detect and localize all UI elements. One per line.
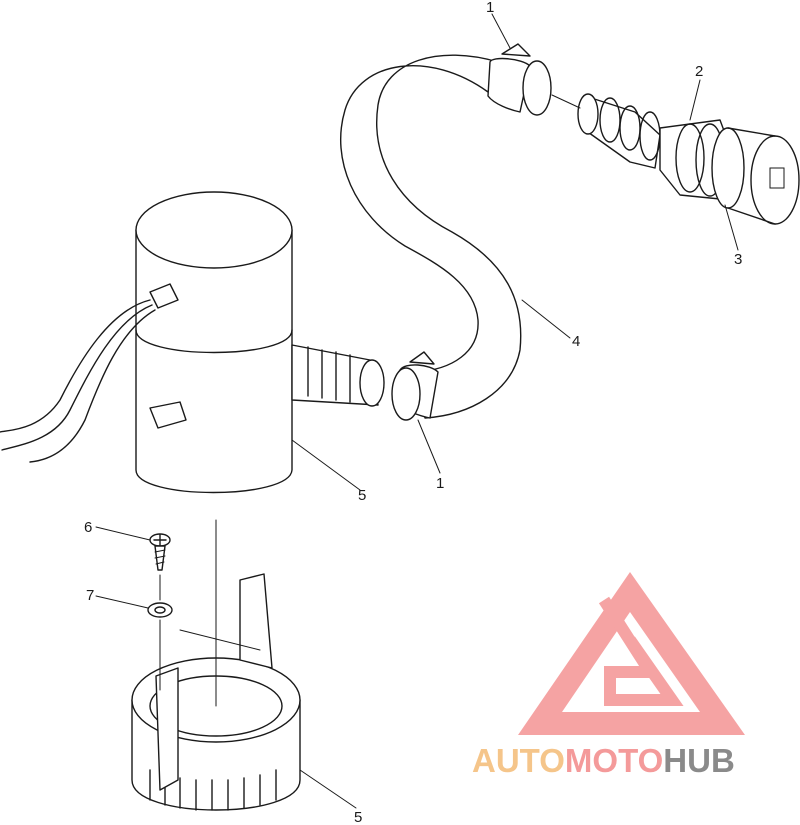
washer-icon [147,602,173,618]
assembly-lines [159,94,581,707]
callout-5-base: 5 [354,809,362,825]
bilge-pump-icon [135,191,385,494]
watermark-text: AUTOMOTOHUB [472,742,735,779]
callout-4: 4 [572,333,580,350]
callout-7: 7 [86,587,94,604]
callout-5-pump: 5 [358,487,366,504]
callout-3: 3 [734,251,742,268]
callout-1-bottom: 1 [436,475,444,492]
callout-6: 6 [84,519,92,536]
leader-lines [95,13,739,809]
flange-nut-icon [711,127,800,225]
watermark-hub: HUB [663,742,735,779]
watermark-logo-icon [518,572,745,735]
callout-2: 2 [695,63,703,80]
thru-hull-fitting-icon [577,93,736,201]
wire-leads-icon [0,299,156,463]
screw-icon [149,533,171,571]
watermark-auto: AUTO [472,742,565,779]
hose-clamp-top-icon [487,43,552,116]
callout-1-top: 1 [486,0,494,16]
hose-clamp-bottom-icon [391,351,439,421]
watermark-moto: MOTO [565,742,663,779]
